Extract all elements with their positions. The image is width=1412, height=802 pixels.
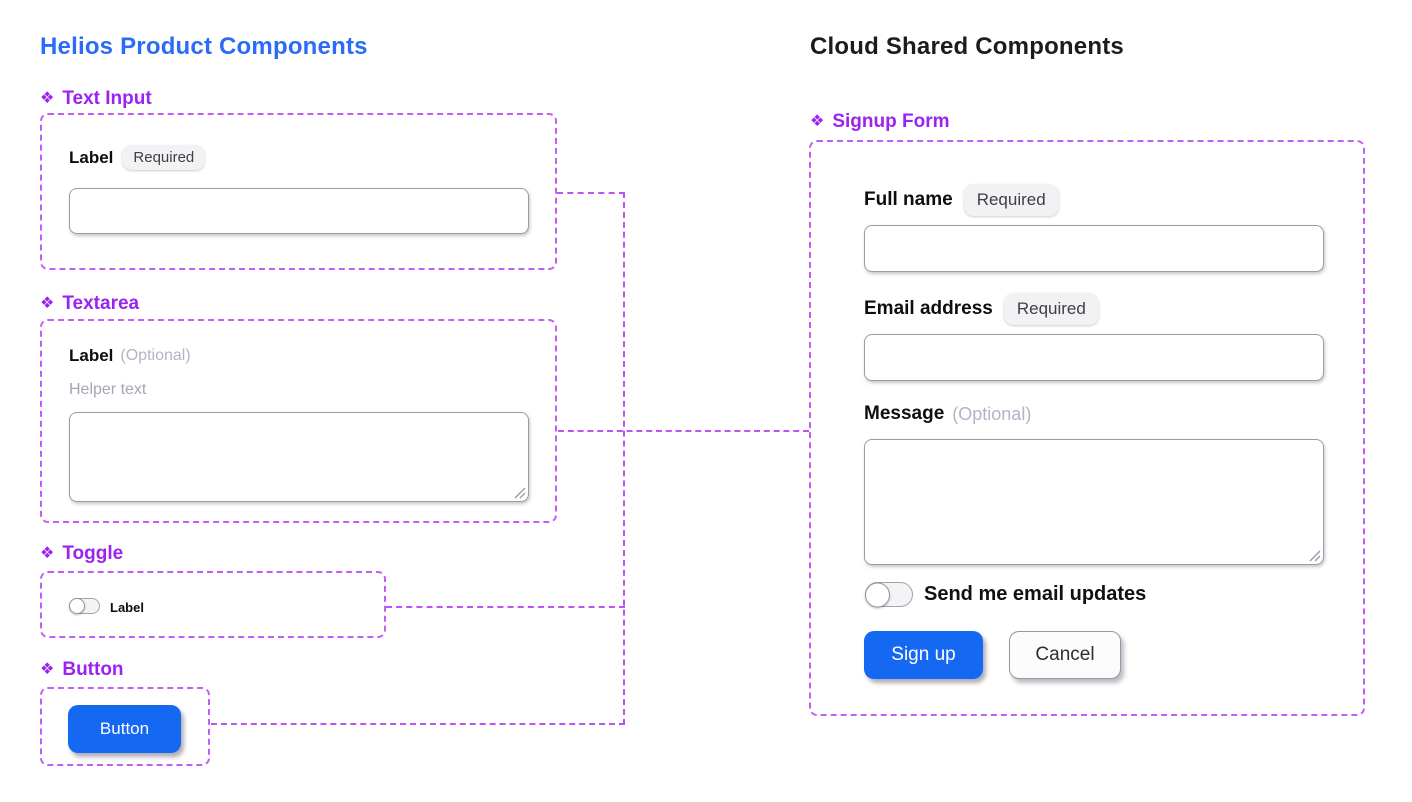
connector-text-input xyxy=(557,192,625,194)
component-diamond-icon: ❖ xyxy=(40,661,55,678)
email-updates-toggle[interactable] xyxy=(864,582,913,607)
component-diamond-icon: ❖ xyxy=(810,113,825,130)
email-address-label: Email address xyxy=(864,298,993,319)
button-component-box: Button xyxy=(40,687,210,766)
required-badge: Required xyxy=(122,145,206,170)
toggle-switch[interactable] xyxy=(68,598,100,614)
component-diamond-icon: ❖ xyxy=(40,295,55,312)
signup-form-box: Full name Required Email address Require… xyxy=(809,140,1365,716)
connector-toggle xyxy=(386,606,625,608)
section-heading-textarea: ❖ Textarea xyxy=(40,293,139,315)
section-heading-text-input: ❖ Text Input xyxy=(40,88,152,110)
sign-up-button[interactable]: Sign up xyxy=(864,631,983,679)
textarea-component-box: Label (Optional) Helper text xyxy=(40,319,557,523)
section-heading-label: Text Input xyxy=(62,88,152,109)
section-heading-label: Signup Form xyxy=(832,111,950,132)
connector-trunk xyxy=(623,192,625,725)
textarea-label: Label xyxy=(69,346,114,365)
toggle-component-box: Label xyxy=(40,571,386,638)
toggle-knob[interactable] xyxy=(864,582,890,607)
section-heading-label: Toggle xyxy=(62,543,124,564)
toggle-label: Label xyxy=(110,600,144,615)
connector-textarea-to-signup xyxy=(558,430,809,432)
connector-button xyxy=(211,723,625,725)
message-label: Message xyxy=(864,403,945,424)
required-badge: Required xyxy=(1003,293,1099,325)
component-diamond-icon: ❖ xyxy=(40,545,55,562)
text-input-label: Label xyxy=(69,147,114,167)
full-name-label: Full name xyxy=(864,189,953,210)
cancel-button[interactable]: Cancel xyxy=(1009,631,1121,679)
text-input-field[interactable] xyxy=(69,188,529,234)
sample-button[interactable]: Button xyxy=(68,705,181,753)
right-column-title: Cloud Shared Components xyxy=(810,33,1124,60)
required-badge: Required xyxy=(963,184,1059,216)
component-diamond-icon: ❖ xyxy=(40,90,55,107)
email-updates-label: Send me email updates xyxy=(924,583,1147,605)
section-heading-label: Textarea xyxy=(62,293,140,314)
full-name-input[interactable] xyxy=(864,225,1324,272)
section-heading-signup-form: ❖ Signup Form xyxy=(810,111,950,133)
text-input-component-box: Label Required xyxy=(40,113,557,270)
left-column-title: Helios Product Components xyxy=(40,33,368,60)
optional-hint: (Optional) xyxy=(952,403,1032,424)
toggle-knob[interactable] xyxy=(68,598,85,614)
message-textarea[interactable] xyxy=(864,439,1324,565)
optional-hint: (Optional) xyxy=(120,347,191,364)
textarea-field[interactable] xyxy=(69,412,529,502)
textarea-helper-text: Helper text xyxy=(69,381,147,398)
section-heading-button: ❖ Button xyxy=(40,659,124,681)
email-address-input[interactable] xyxy=(864,334,1324,381)
section-heading-toggle: ❖ Toggle xyxy=(40,543,123,565)
section-heading-label: Button xyxy=(62,659,124,680)
